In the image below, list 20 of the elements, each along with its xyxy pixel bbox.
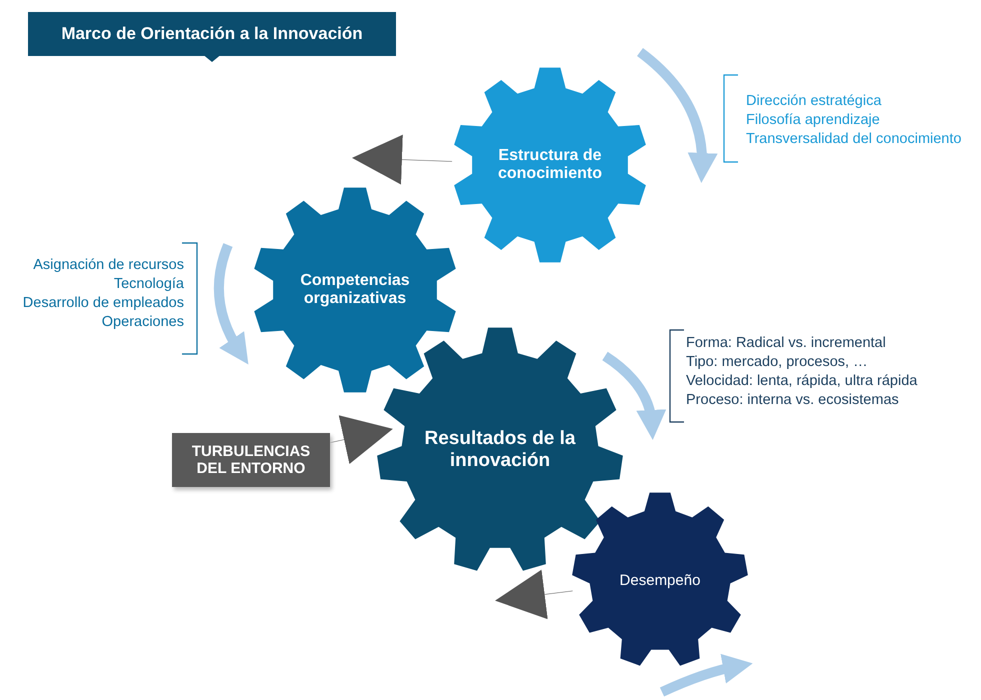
note-text: Dirección estratégica bbox=[746, 92, 882, 111]
note-text: Transversalidad del conocimiento bbox=[746, 130, 962, 149]
note-text: Operaciones bbox=[100, 313, 184, 332]
note-text: Filosofía aprendizaje bbox=[746, 111, 881, 130]
note-text: Velocidad: lenta, rápida, ultra rápida bbox=[686, 372, 918, 391]
gear-label: Estructura de conocimiento bbox=[496, 147, 603, 183]
note-text: Tipo: mercado, procesos, … bbox=[686, 353, 869, 372]
title-banner: Marco de Orientación a la Innovación bbox=[28, 12, 396, 62]
note-text: Tecnología bbox=[112, 275, 184, 294]
arrow bbox=[330, 415, 393, 464]
note-text: Asignación de recursos bbox=[32, 256, 184, 275]
gear-label: Competencias organizativas bbox=[299, 272, 411, 308]
arrow bbox=[495, 570, 573, 620]
note-text: Proceso: interna vs. ecosistemas bbox=[686, 391, 900, 410]
note-text: Desarrollo de empleados bbox=[22, 294, 184, 313]
arrow bbox=[352, 134, 452, 185]
label-box: TURBULENCIAS DEL ENTORNO bbox=[172, 433, 330, 487]
gear-label: Desempeño bbox=[620, 572, 700, 588]
note-text: Forma: Radical vs. incremental bbox=[686, 334, 887, 353]
gear-label: Resultados de la innovación bbox=[424, 428, 576, 472]
